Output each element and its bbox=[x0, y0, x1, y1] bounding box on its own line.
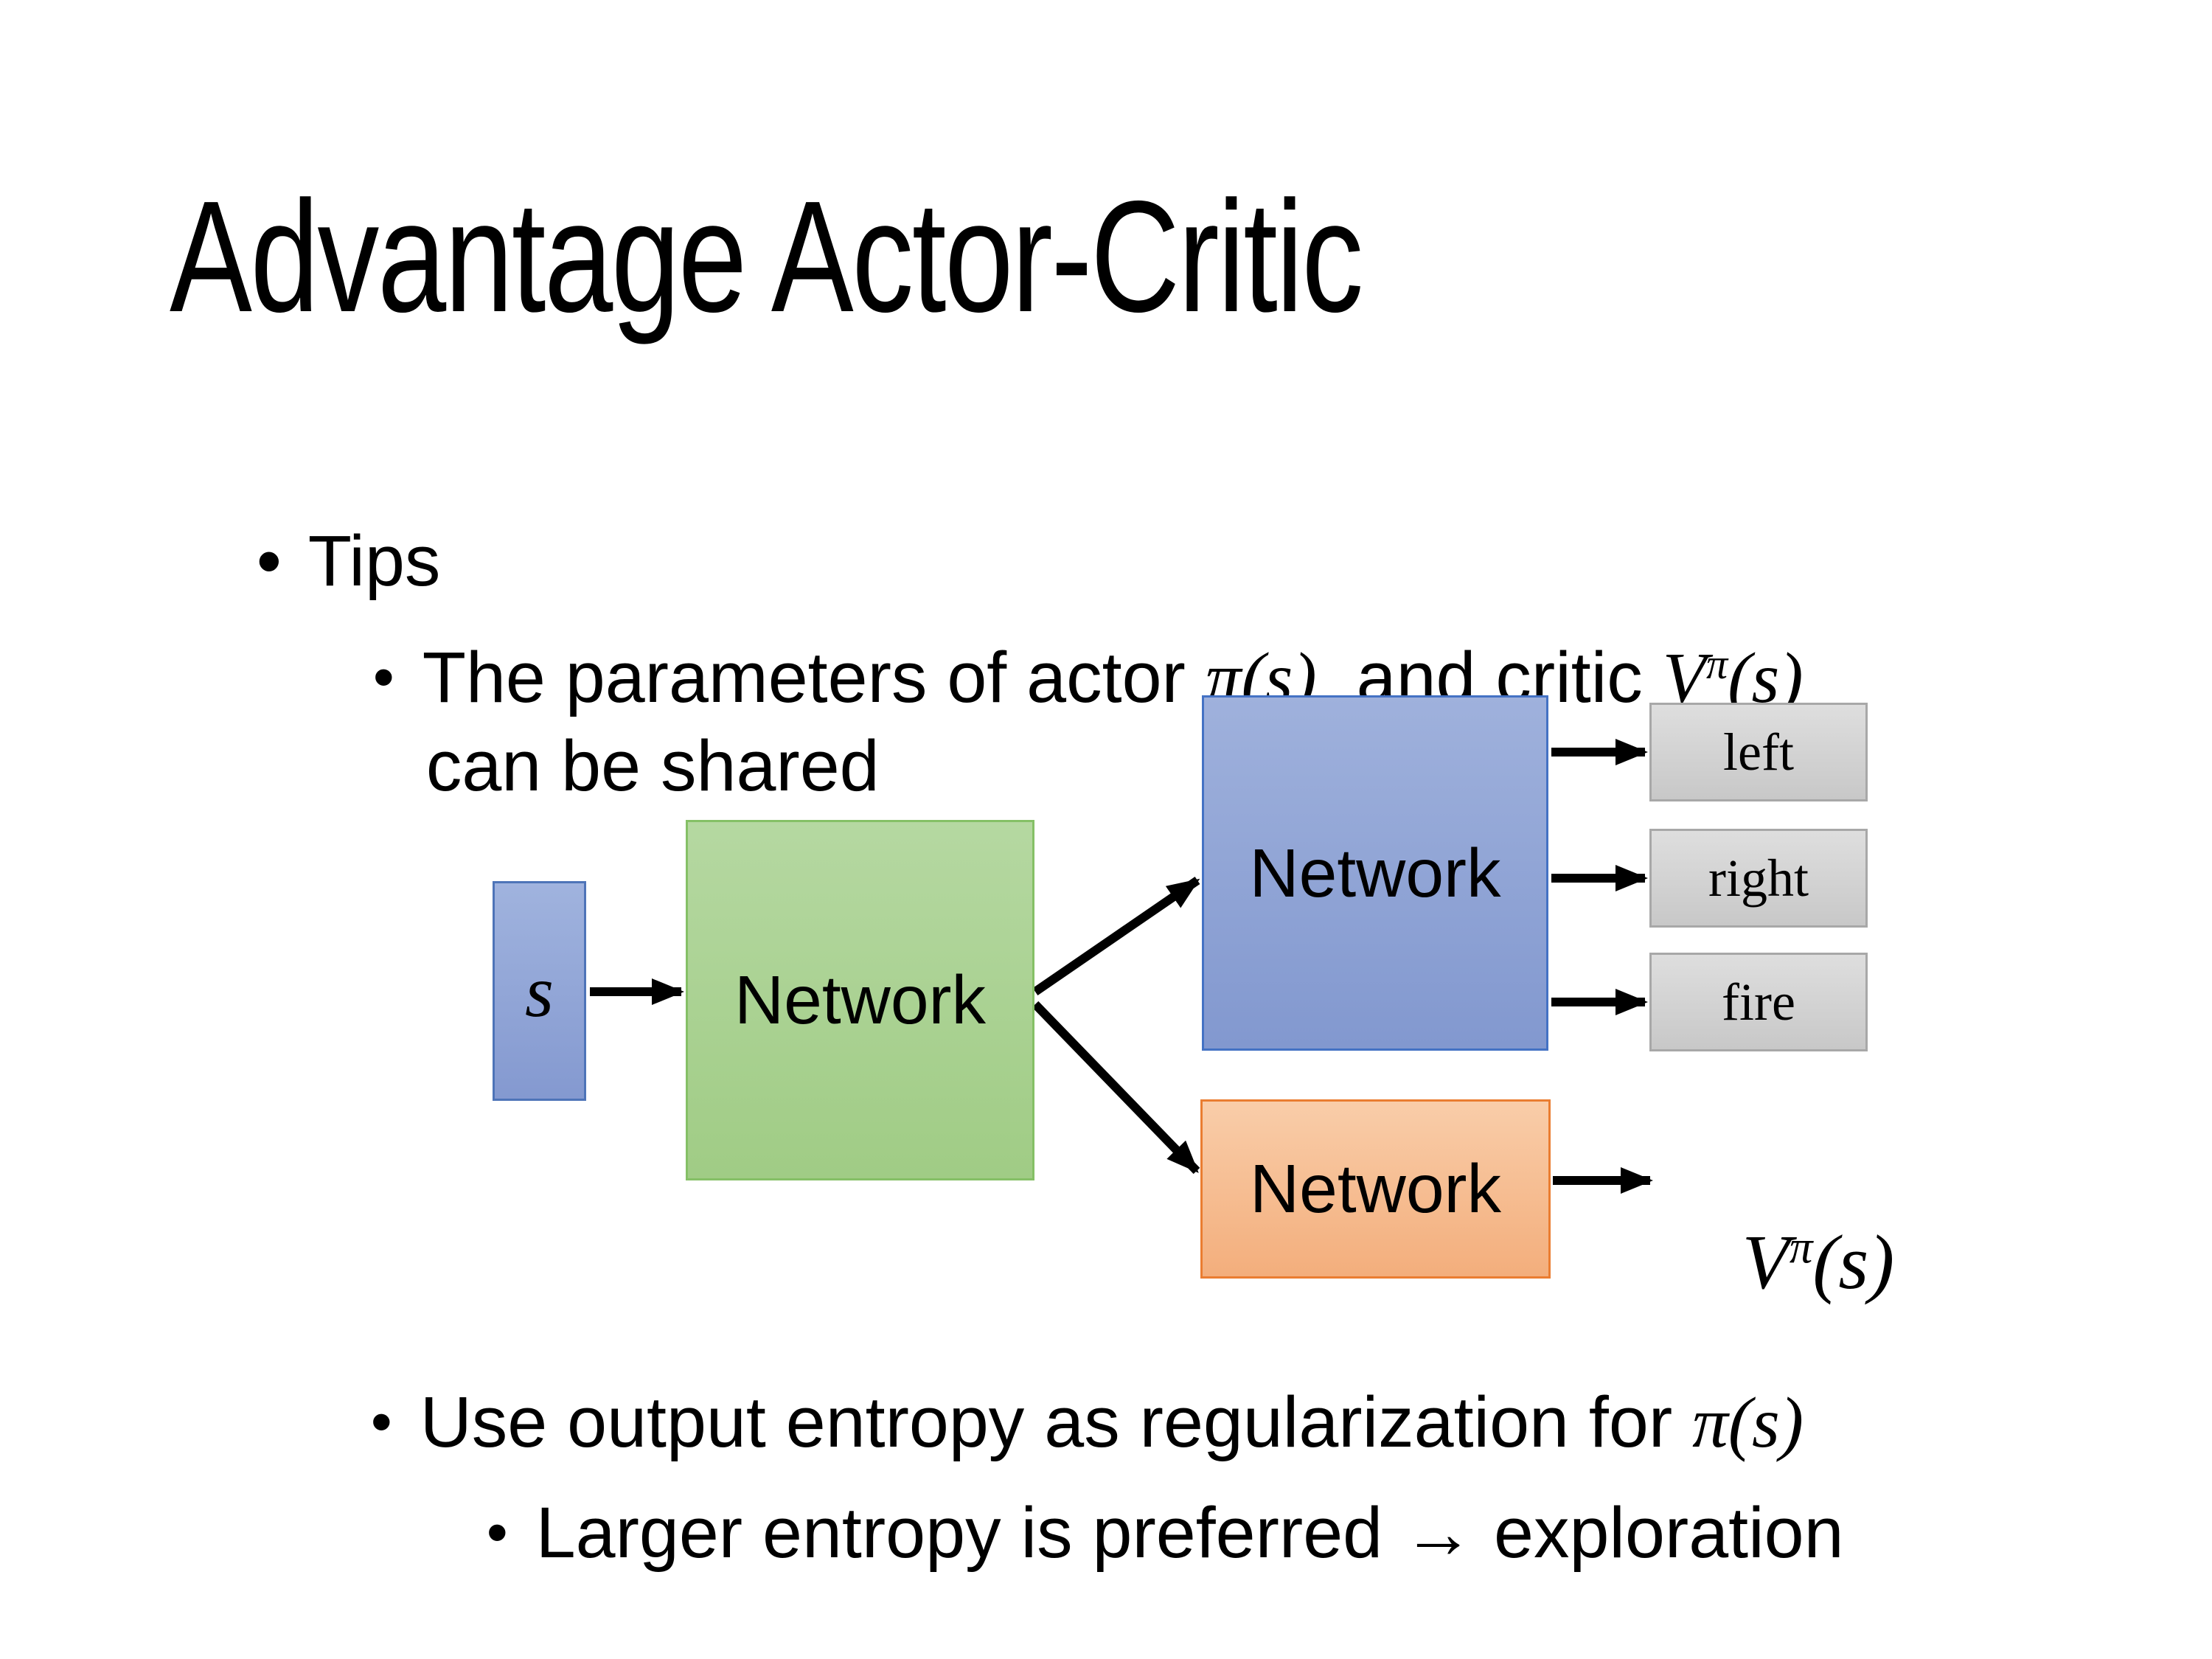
bullet-tips: • Tips bbox=[177, 453, 441, 668]
arrow-shared-to-critic bbox=[1032, 1001, 1200, 1175]
critic-network-box: Network bbox=[1200, 1099, 1551, 1279]
param-cont: can be shared bbox=[425, 726, 880, 806]
bullet-glyph: • bbox=[370, 1388, 392, 1456]
pi-s-formula: π(s) bbox=[1692, 1383, 1804, 1462]
value-sup-pi: π bbox=[1789, 1220, 1813, 1273]
actor-network-box: Network bbox=[1202, 695, 1548, 1051]
value-output-formula: Vπ(s) bbox=[1656, 1134, 1895, 1390]
bullet-parameters-cont: can be shared bbox=[347, 658, 880, 873]
actor-network-label: Network bbox=[1249, 834, 1501, 911]
action-box-right: right bbox=[1649, 829, 1868, 928]
action-label-right: right bbox=[1708, 848, 1809, 908]
bullet-glyph: • bbox=[372, 643, 394, 712]
action-box-fire: fire bbox=[1649, 953, 1868, 1051]
value-args: (s) bbox=[1812, 1218, 1895, 1305]
larger-entropy-text: Larger entropy is preferred → exploratio… bbox=[535, 1492, 1844, 1573]
bullet-entropy: • Use output entropy as regularization fo… bbox=[291, 1315, 1804, 1530]
state-input-box: s bbox=[493, 881, 586, 1101]
shared-network-label: Network bbox=[734, 961, 987, 1038]
action-label-fire: fire bbox=[1722, 972, 1795, 1032]
value-sup-pi: π bbox=[1705, 640, 1728, 688]
tips-text: Tips bbox=[307, 521, 441, 601]
shared-network-box: Network bbox=[686, 820, 1034, 1180]
critic-network-label: Network bbox=[1249, 1150, 1502, 1227]
action-label-left: left bbox=[1723, 722, 1794, 782]
entropy-pre: Use output entropy as regularization for bbox=[420, 1382, 1693, 1462]
bullet-glyph: • bbox=[486, 1498, 508, 1567]
value-v: V bbox=[1742, 1218, 1790, 1305]
value-args: (s) bbox=[1728, 639, 1804, 717]
bullet-glyph: • bbox=[256, 521, 282, 601]
bullet-larger-entropy: • Larger entropy is preferred → explorati… bbox=[407, 1425, 1844, 1640]
slide-title: Advantage Actor-Critic bbox=[170, 167, 1363, 345]
state-label: s bbox=[525, 950, 554, 1032]
arrow-shared-to-actor bbox=[1032, 877, 1200, 995]
param-pre: The parameters of actor bbox=[422, 637, 1206, 717]
value-v: V bbox=[1662, 639, 1706, 717]
action-box-left: left bbox=[1649, 703, 1868, 801]
